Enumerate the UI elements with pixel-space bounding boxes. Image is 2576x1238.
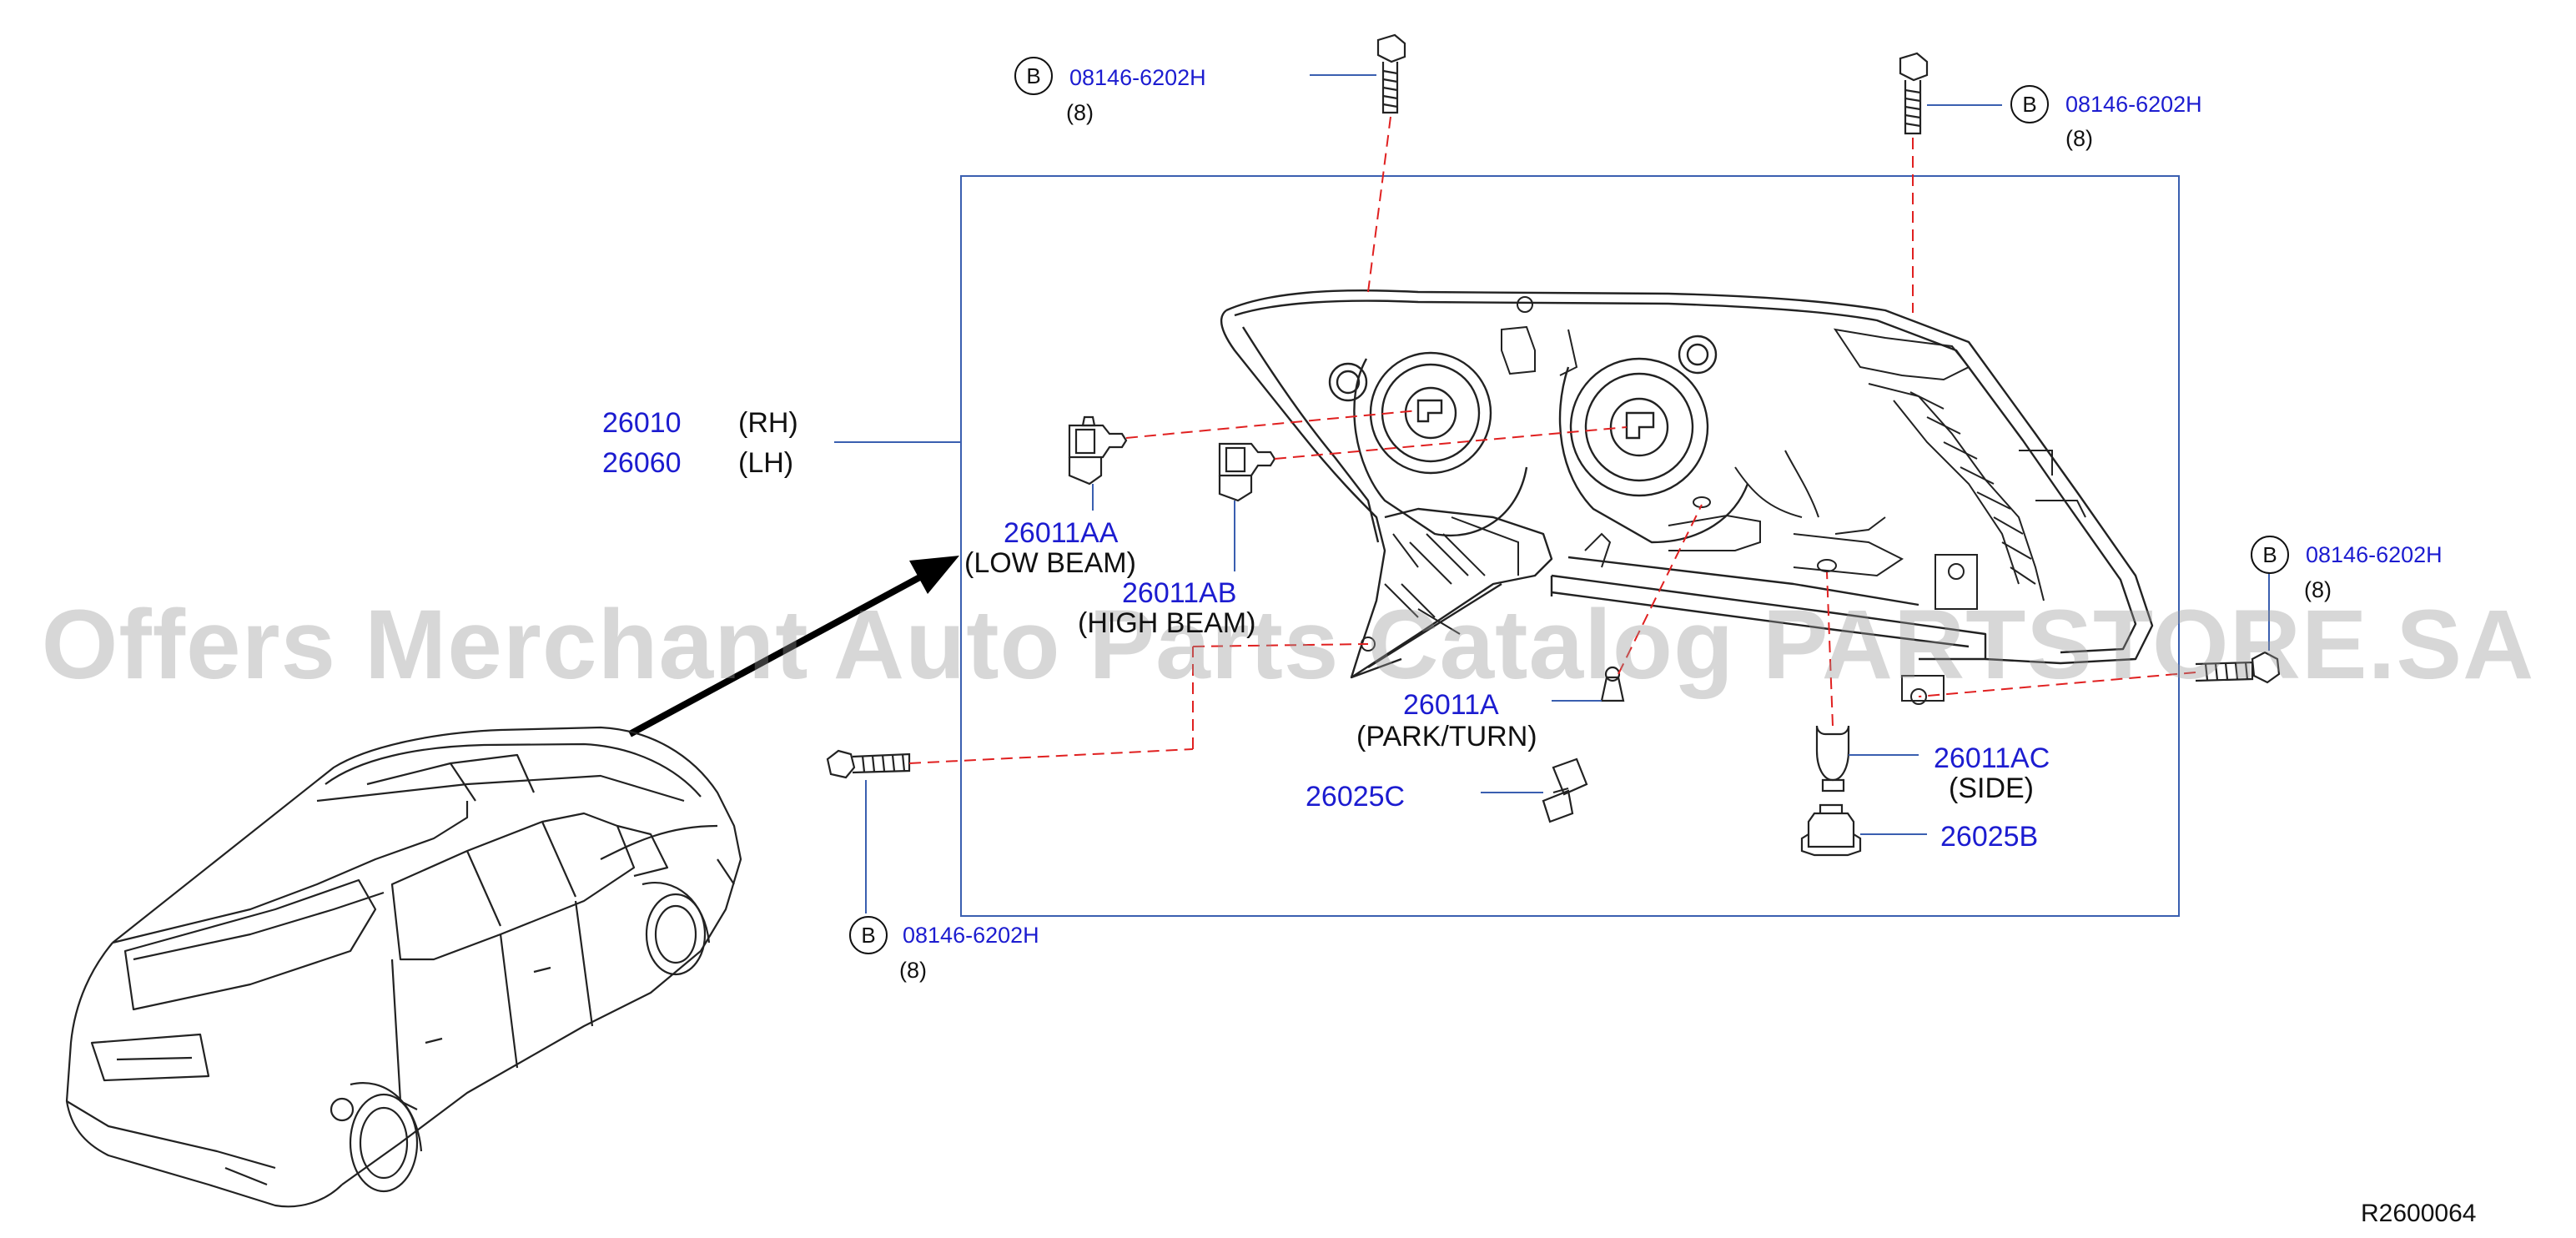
bolt-top-left [1376, 33, 1406, 114]
bolt-qty-top-left: (8) [1066, 100, 1094, 125]
bolt-callout-circle: B [2251, 536, 2289, 574]
part-number-side-bulb[interactable]: 26011AC [1934, 742, 2050, 774]
bolt-qty-left: (8) [899, 958, 927, 983]
assembly-rh-part-number[interactable]: 26010 [602, 407, 682, 439]
bolt-part-number-top-right[interactable]: 08146-6202H [2065, 92, 2202, 117]
bolt-callout-circle: B [1014, 57, 1053, 95]
bolt-part-number-left[interactable]: 08146-6202H [903, 923, 1039, 948]
bolt-part-number-top-left[interactable]: 08146-6202H [1069, 65, 1206, 90]
vehicle-outline [65, 726, 742, 1208]
assembly-rh-side: (RH) [738, 407, 798, 439]
installation-dash-lines [908, 116, 2196, 764]
bolt-left [826, 749, 911, 779]
housing-internal-details [1361, 296, 2086, 705]
part-number-socket-26025b[interactable]: 26025B [1940, 821, 2039, 853]
socket-26025c [1542, 757, 1588, 823]
headlamp-housing [1220, 289, 2154, 679]
bolt-part-number-right[interactable]: 08146-6202H [2306, 542, 2443, 567]
part-desc-side: (SIDE) [1949, 772, 2034, 804]
side-bulb [1815, 725, 1850, 793]
part-desc-high-beam: (HIGH BEAM) [1078, 607, 1256, 639]
bolt-callout-circle: B [849, 916, 888, 954]
part-number-high-beam-bulb[interactable]: 26011AB [1122, 577, 1237, 609]
location-arrow [628, 556, 959, 737]
low-beam-reflector [1328, 351, 1528, 537]
bolt-right [2195, 651, 2281, 684]
bolt-qty-right: (8) [2304, 577, 2332, 602]
assembly-lh-side: (LH) [738, 447, 794, 479]
callout-leader-lines [865, 74, 2270, 913]
part-desc-low-beam: (LOW BEAM) [964, 547, 1136, 579]
assembly-lh-part-number[interactable]: 26060 [602, 447, 682, 479]
part-number-low-beam-bulb[interactable]: 26011AA [1004, 517, 1119, 549]
low-beam-bulb [1068, 415, 1128, 486]
diagram-reference-code: R2600064 [2361, 1200, 2477, 1227]
part-number-park-turn-bulb[interactable]: 26011A [1403, 689, 1499, 721]
high-beam-reflector [1558, 335, 1749, 544]
bolt-top-right [1899, 52, 1929, 135]
bolt-callout-circle: B [2010, 85, 2049, 123]
part-number-socket-26025c[interactable]: 26025C [1306, 781, 1406, 813]
high-beam-bulb [1218, 442, 1276, 502]
part-desc-park-turn: (PARK/TURN) [1356, 721, 1537, 752]
socket-26025b [1800, 803, 1862, 857]
assembly-boundary-box [960, 175, 2180, 917]
bolt-qty-top-right: (8) [2065, 126, 2093, 151]
